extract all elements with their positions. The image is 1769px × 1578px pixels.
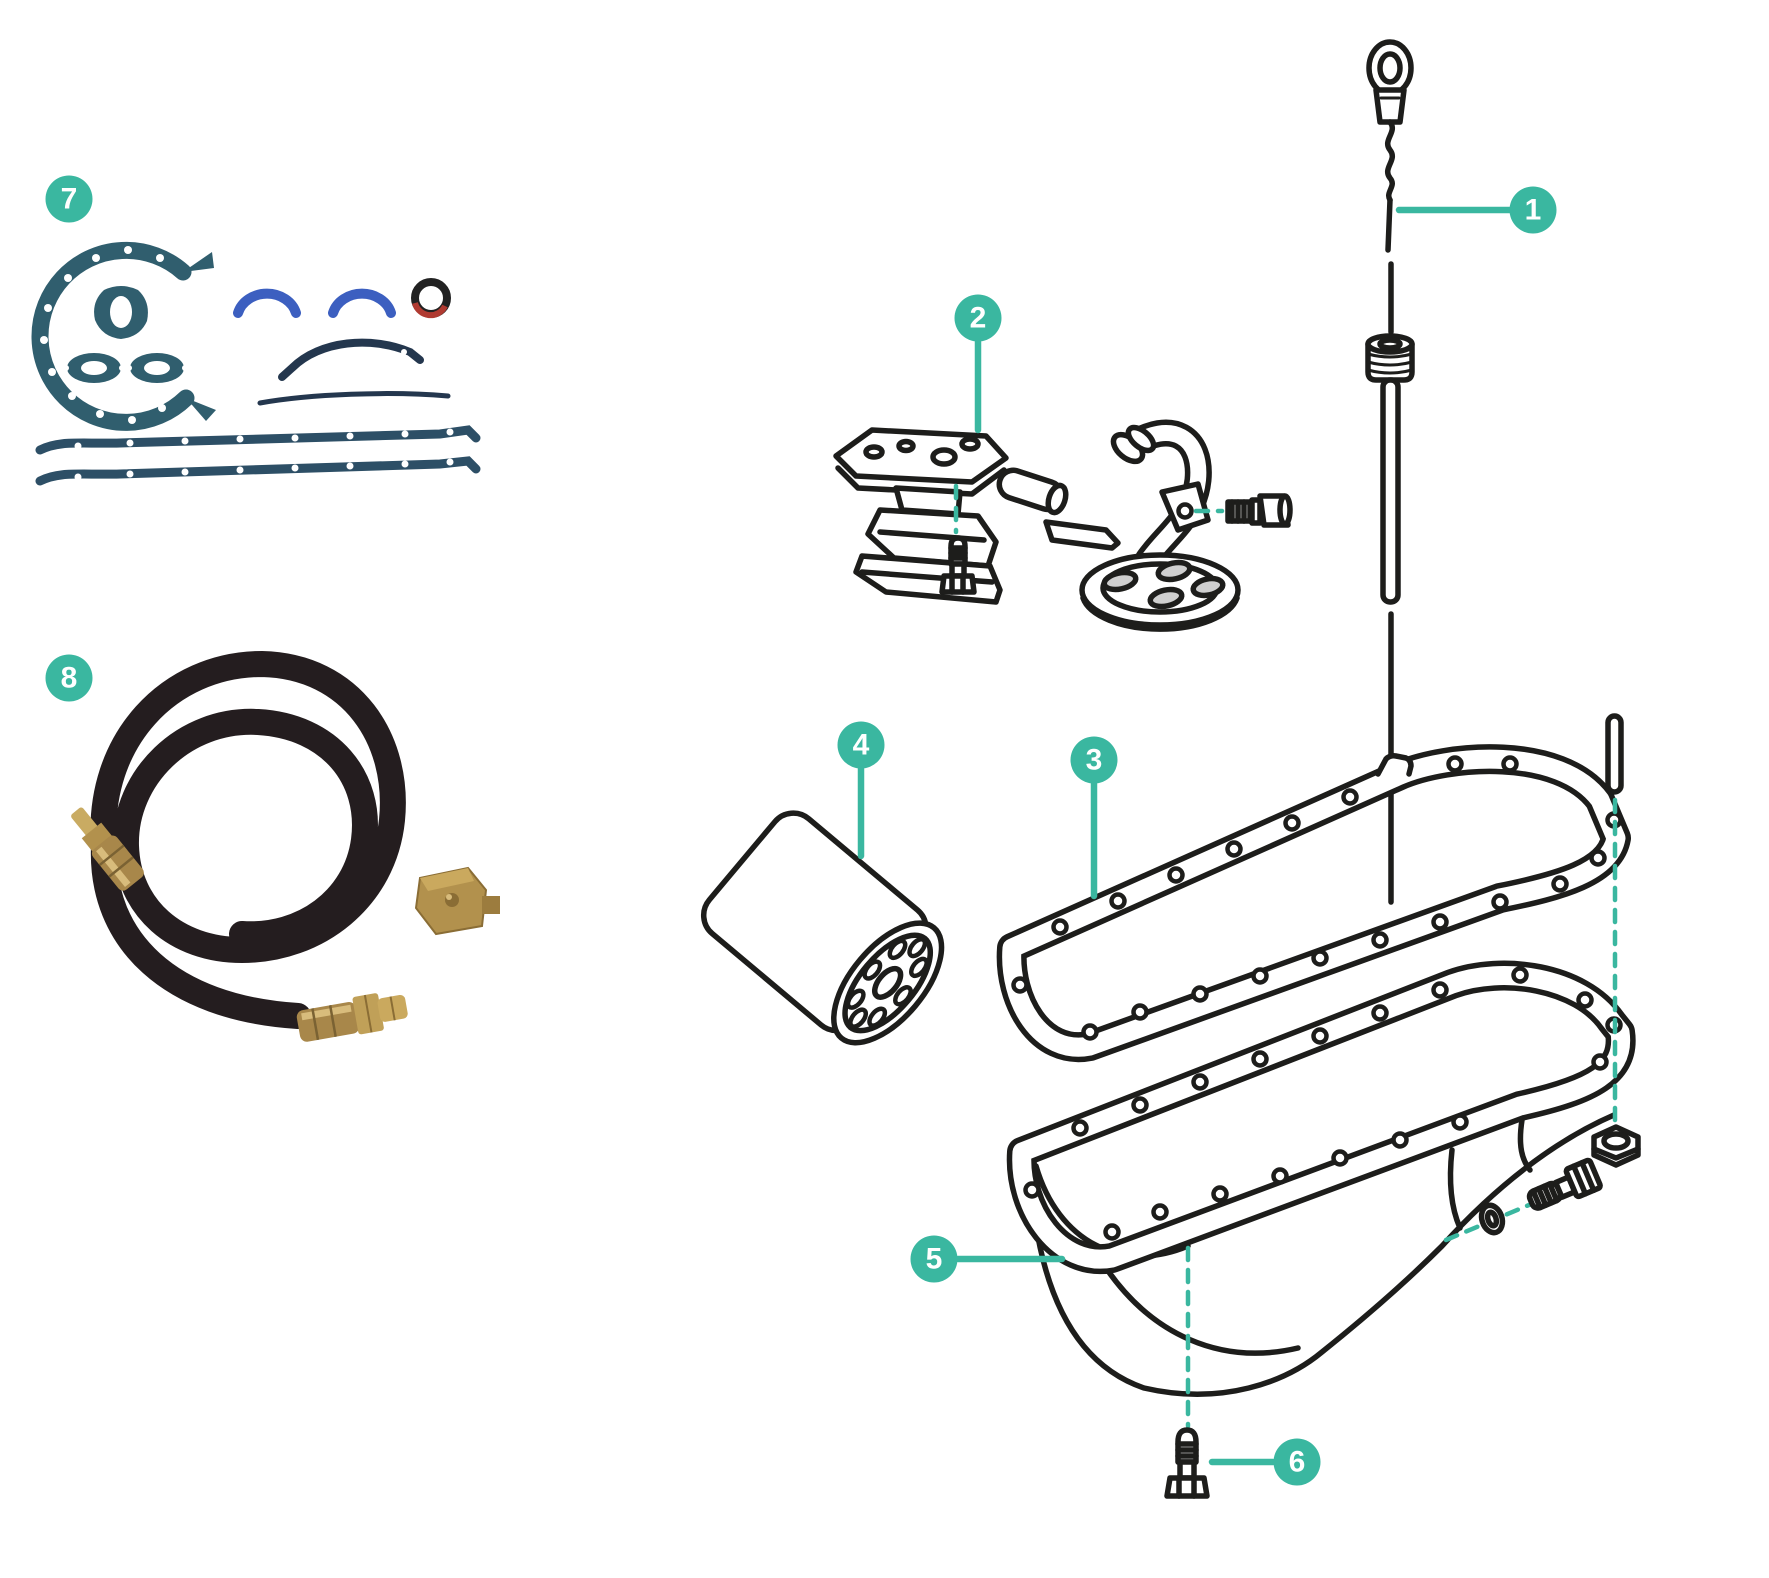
callout-oil-pan-gasket[interactable]: 3: [1070, 736, 1118, 784]
oil-pump-illustration: [833, 419, 1293, 632]
callout-gasket-set[interactable]: 7: [45, 175, 93, 223]
pan-fasteners: [1443, 713, 1641, 1243]
callout-oil-pan[interactable]: 5: [910, 1235, 958, 1283]
hose-fitting-lower: [296, 993, 408, 1042]
gasket-set-photo: [31, 241, 481, 486]
oil-filter-illustration: [700, 810, 945, 1046]
hex-nut: [1591, 1124, 1641, 1168]
callout-dipstick[interactable]: 1: [1509, 186, 1557, 234]
callout-oil-filter[interactable]: 4: [837, 721, 885, 769]
washer: [1478, 1202, 1506, 1236]
oil-pan-gasket-illustration: [996, 744, 1631, 1063]
pump-bolt: [939, 535, 977, 595]
callout-oil-hose-kit[interactable]: 8: [45, 654, 93, 702]
side-bolt: [1526, 1157, 1603, 1211]
elbow-fitting: [414, 866, 500, 936]
callout-oil-pump[interactable]: 2: [954, 294, 1002, 342]
oil-pan-illustration: [1006, 960, 1636, 1397]
callout-drain-bolt[interactable]: 6: [1273, 1438, 1321, 1486]
pickup-bolt: [1225, 493, 1293, 528]
dowel-pin: [1605, 713, 1624, 795]
hose-kit-photo: [71, 650, 500, 1042]
hose-fitting-upper: [71, 807, 144, 891]
leader-lines: [857, 206, 1514, 1466]
drain-bolt-illustration: [1164, 1245, 1210, 1499]
